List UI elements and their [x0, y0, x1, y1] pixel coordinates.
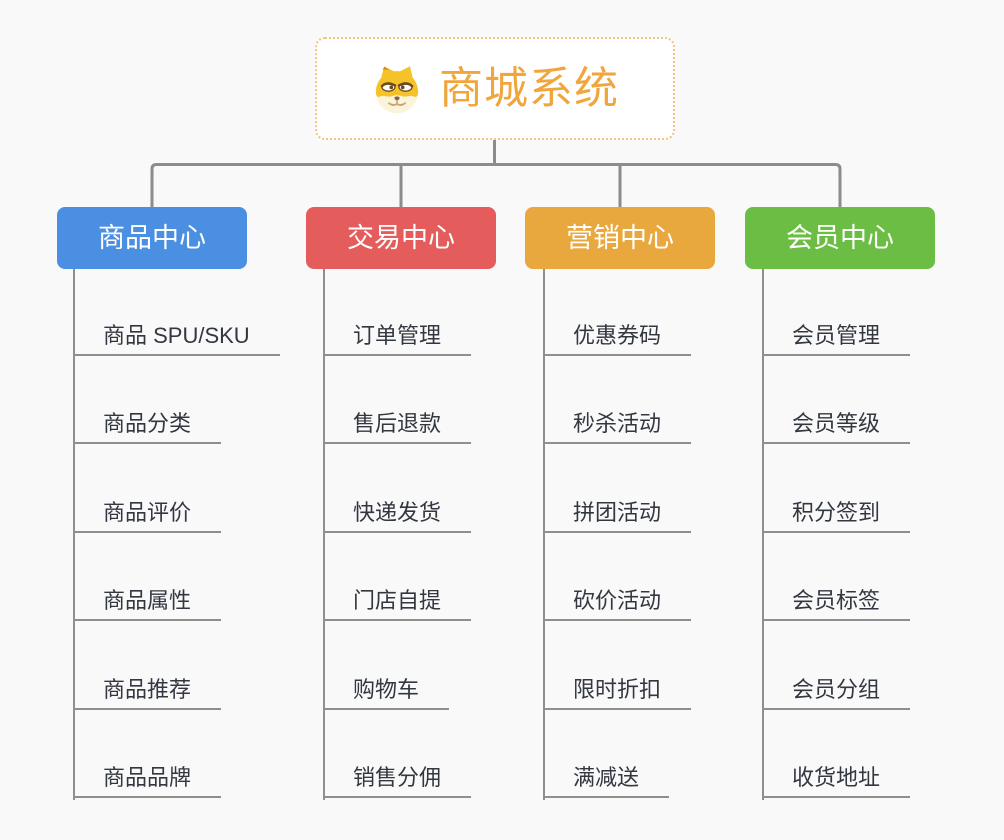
column-connector-line — [543, 269, 545, 800]
child-topic[interactable]: 商品分类 — [73, 410, 222, 444]
branch-topic-products[interactable]: 商品中心 — [57, 207, 247, 269]
child-topic[interactable]: 秒杀活动 — [543, 410, 692, 444]
doge-icon — [375, 65, 419, 113]
child-topic[interactable]: 会员等级 — [762, 410, 911, 444]
child-topic[interactable]: 商品品牌 — [73, 764, 222, 798]
root-topic-title: 商城系统 — [439, 63, 619, 113]
branch-topic-label: 商品中心 — [98, 222, 206, 253]
child-topic[interactable]: 商品 SPU/SKU — [73, 322, 280, 356]
child-topic[interactable]: 拼团活动 — [543, 499, 692, 533]
child-topic[interactable]: 会员标签 — [762, 587, 911, 621]
child-topic[interactable]: 销售分佣 — [323, 764, 472, 798]
child-topic[interactable]: 积分签到 — [762, 499, 911, 533]
bus-line — [150, 163, 842, 207]
child-topic[interactable]: 订单管理 — [323, 322, 472, 356]
child-topic[interactable]: 快递发货 — [323, 499, 472, 533]
branch-topic-trade[interactable]: 交易中心 — [306, 207, 496, 269]
column-connector-line — [762, 269, 764, 800]
child-topic[interactable]: 商品推荐 — [73, 676, 222, 710]
child-topic[interactable]: 限时折扣 — [543, 676, 692, 710]
child-topic[interactable]: 砍价活动 — [543, 587, 692, 621]
child-topic[interactable]: 门店自提 — [323, 587, 472, 621]
child-topic[interactable]: 售后退款 — [323, 410, 472, 444]
column-connector-line — [73, 269, 75, 800]
column-connector-line — [323, 269, 325, 800]
branch-topic-label: 会员中心 — [786, 222, 894, 253]
child-topic[interactable]: 购物车 — [323, 676, 450, 710]
child-topic[interactable]: 满减送 — [543, 764, 670, 798]
child-topic[interactable]: 收货地址 — [762, 764, 911, 798]
child-topic[interactable]: 商品评价 — [73, 499, 222, 533]
child-topic[interactable]: 会员分组 — [762, 676, 911, 710]
child-topic[interactable]: 会员管理 — [762, 322, 911, 356]
branch-topic-marketing[interactable]: 营销中心 — [525, 207, 715, 269]
child-topic[interactable]: 优惠券码 — [543, 322, 692, 356]
branch-topic-member[interactable]: 会员中心 — [745, 207, 935, 269]
root-topic-node[interactable]: 商城系统 — [315, 37, 675, 140]
branch-topic-label: 交易中心 — [347, 222, 455, 253]
child-topic[interactable]: 商品属性 — [73, 587, 222, 621]
branch-topic-label: 营销中心 — [566, 222, 674, 253]
